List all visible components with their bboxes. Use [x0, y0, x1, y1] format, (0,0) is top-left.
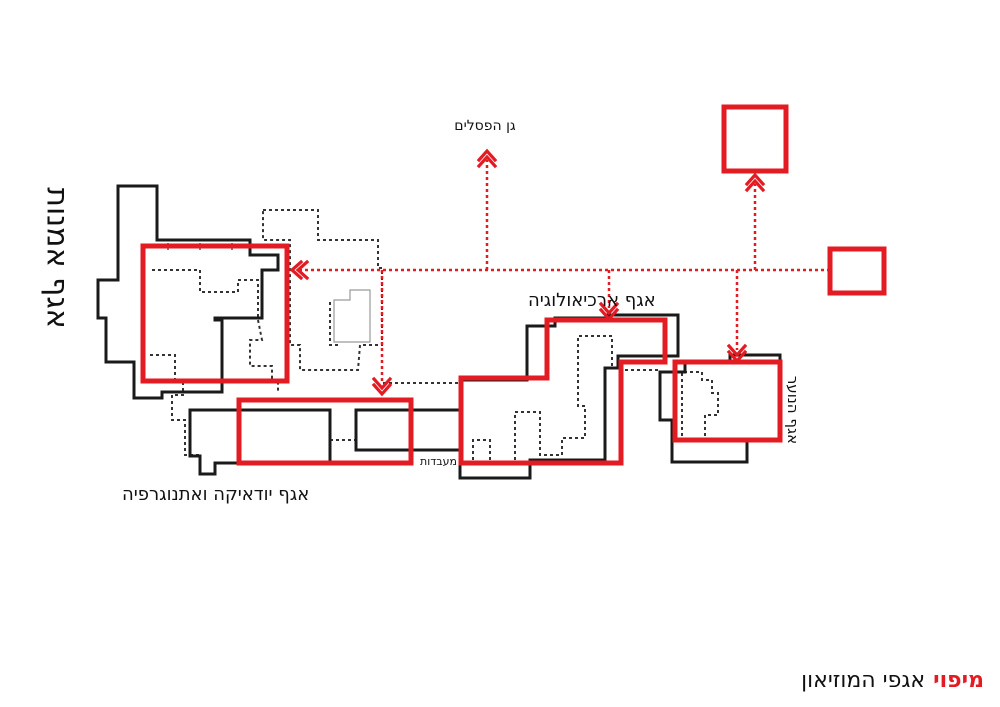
arrow-left-art-icon: [289, 259, 310, 281]
label-labs: מעבדות: [420, 455, 457, 468]
footer-accent-word: מיפוי: [933, 668, 984, 693]
arrowheads: [289, 148, 766, 397]
dotted-outline-art-interior: [152, 269, 279, 392]
label-youth-wing: אגף הנוער: [776, 350, 810, 470]
outline-archaeology-wing: [458, 313, 680, 480]
grey-fine-outline: [333, 289, 371, 343]
arrow-up-garden-icon: [476, 148, 498, 169]
dotted-outline-art-lower: [150, 354, 200, 456]
red-wing-boxes: [140, 104, 887, 466]
dotted-outline-youth-interior: [681, 371, 719, 436]
red-box-youth-wing: [672, 359, 783, 443]
label-art-wing-text: אגף אמנות: [39, 187, 75, 329]
label-sculpture-garden: גן הפסלים: [454, 118, 516, 134]
page-footer-title: מיפוי אגפי המוזיאון: [801, 668, 984, 693]
label-art-wing: אגף אמנות: [12, 178, 102, 338]
dotted-outline-archaeology-interior: [472, 335, 625, 460]
label-archaeology-wing: אגף ארכיאולוגיה: [528, 290, 656, 311]
arrow-down-judaica-icon: [371, 376, 393, 397]
circulation-lines: [296, 160, 830, 383]
label-judaica-wing: אגף יודאיקה ואתנוגרפיה: [122, 484, 310, 505]
red-box-entrance: [827, 246, 887, 296]
red-box-north: [721, 104, 789, 174]
footer-title-text: אגפי המוזיאון: [801, 668, 926, 693]
dotted-outline-link: [329, 302, 340, 346]
outline-judaica-wing: [188, 408, 332, 476]
outline-labs-block: [354, 408, 462, 452]
dotted-outline-between-arch-youth: [625, 369, 661, 392]
dotted-outline-north-annex: [262, 209, 383, 371]
label-youth-wing-text: אגף הנוער: [784, 375, 802, 445]
arrow-down-youth-icon: [726, 343, 748, 364]
outline-youth-wing: [658, 353, 782, 464]
arrow-up-north-icon: [744, 172, 766, 193]
red-box-art-wing: [140, 243, 290, 384]
arrow-down-archaeology-icon: [598, 301, 620, 322]
inner-dotted-outlines: [150, 209, 719, 460]
outline-art-wing: [96, 184, 280, 400]
red-box-archaeology-wing: [458, 317, 668, 466]
red-box-judaica-wing: [236, 397, 414, 466]
black-building-outlines: [96, 184, 782, 480]
